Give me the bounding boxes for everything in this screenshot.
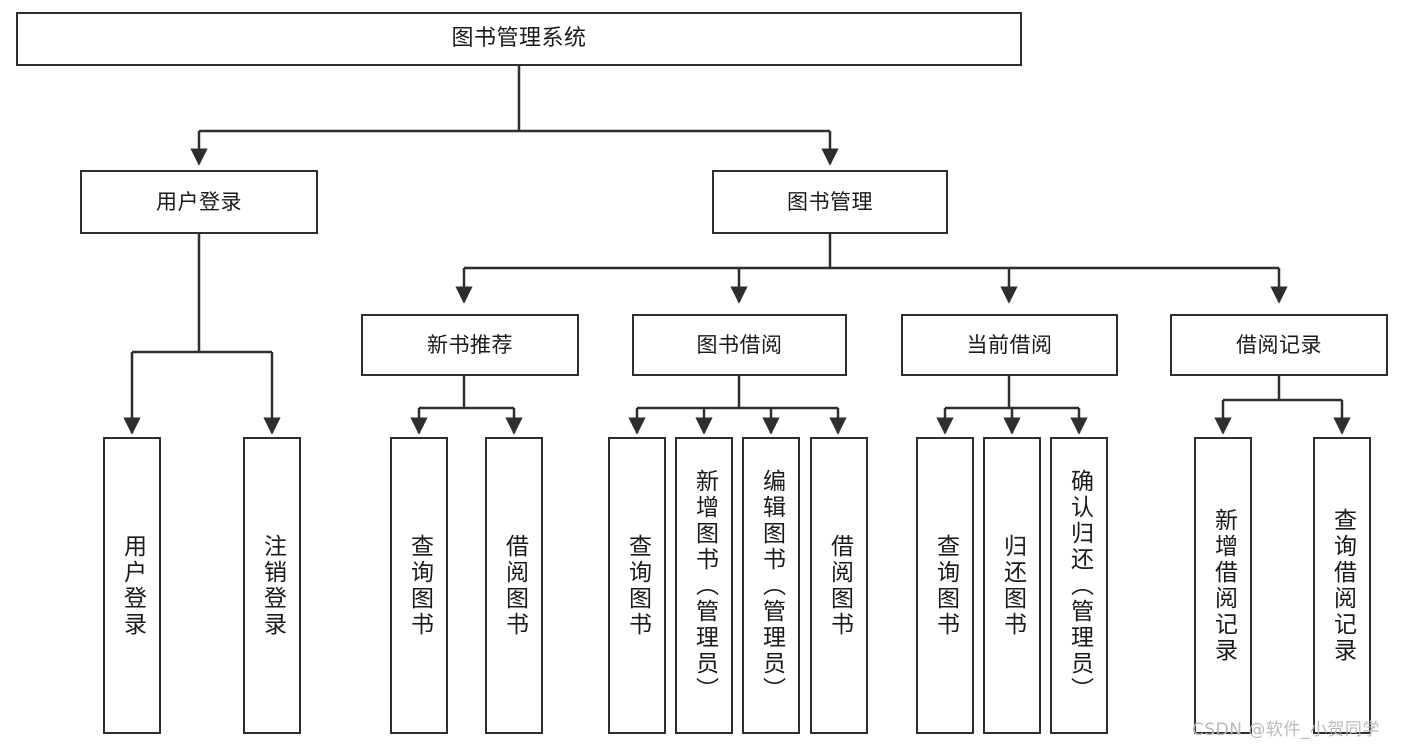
node-borrow-record-label: 借阅记录	[1236, 332, 1322, 357]
node-user-login[interactable]: 用户登录	[80, 170, 318, 234]
node-new-book-recommend-label: 新书推荐	[427, 332, 513, 357]
node-leaf-borrow-book-1-label: 借阅图书	[501, 533, 528, 638]
node-new-book-recommend[interactable]: 新书推荐	[361, 314, 579, 376]
node-user-login-label: 用户登录	[156, 189, 242, 214]
node-leaf-logout[interactable]: 注销登录	[243, 437, 301, 734]
node-leaf-logout-label: 注销登录	[259, 533, 286, 638]
node-leaf-query-book-1-label: 查询图书	[406, 533, 433, 638]
node-leaf-edit-book[interactable]: 编辑图书（管理员）	[742, 437, 800, 734]
node-borrow-record[interactable]: 借阅记录	[1170, 314, 1388, 376]
node-leaf-query-book-2-label: 查询图书	[624, 533, 651, 638]
node-leaf-add-book-label: 新增图书（管理员）	[691, 468, 718, 703]
node-leaf-add-record-label: 新增借阅记录	[1210, 507, 1237, 664]
node-leaf-confirm-return[interactable]: 确认归还（管理员）	[1050, 437, 1108, 734]
node-leaf-add-book[interactable]: 新增图书（管理员）	[675, 437, 733, 734]
node-leaf-borrow-book-2[interactable]: 借阅图书	[810, 437, 868, 734]
node-leaf-query-book-2[interactable]: 查询图书	[608, 437, 666, 734]
node-leaf-user-login[interactable]: 用户登录	[103, 437, 161, 734]
node-leaf-borrow-book-1[interactable]: 借阅图书	[485, 437, 543, 734]
node-leaf-return-book[interactable]: 归还图书	[983, 437, 1041, 734]
node-current-borrow[interactable]: 当前借阅	[901, 314, 1118, 376]
node-leaf-query-book-3-label: 查询图书	[932, 533, 959, 638]
node-leaf-query-book-3[interactable]: 查询图书	[916, 437, 974, 734]
node-leaf-confirm-return-label: 确认归还（管理员）	[1066, 468, 1093, 703]
node-root[interactable]: 图书管理系统	[16, 12, 1022, 66]
node-leaf-return-book-label: 归还图书	[999, 533, 1026, 638]
node-book-manage[interactable]: 图书管理	[712, 170, 948, 234]
node-book-borrow-label: 图书借阅	[696, 332, 783, 357]
node-leaf-query-record[interactable]: 查询借阅记录	[1313, 437, 1371, 734]
node-leaf-edit-book-label: 编辑图书（管理员）	[758, 468, 785, 703]
node-leaf-query-book-1[interactable]: 查询图书	[390, 437, 448, 734]
node-leaf-borrow-book-2-label: 借阅图书	[826, 533, 853, 638]
node-leaf-query-record-label: 查询借阅记录	[1329, 507, 1356, 664]
node-root-label: 图书管理系统	[451, 26, 587, 52]
node-current-borrow-label: 当前借阅	[966, 332, 1053, 357]
node-book-borrow[interactable]: 图书借阅	[632, 314, 847, 376]
node-leaf-add-record[interactable]: 新增借阅记录	[1194, 437, 1252, 734]
csdn-watermark: CSDN @软件_小贺同学	[1192, 720, 1380, 740]
node-leaf-user-login-label: 用户登录	[119, 533, 146, 638]
node-book-manage-label: 图书管理	[787, 189, 873, 214]
